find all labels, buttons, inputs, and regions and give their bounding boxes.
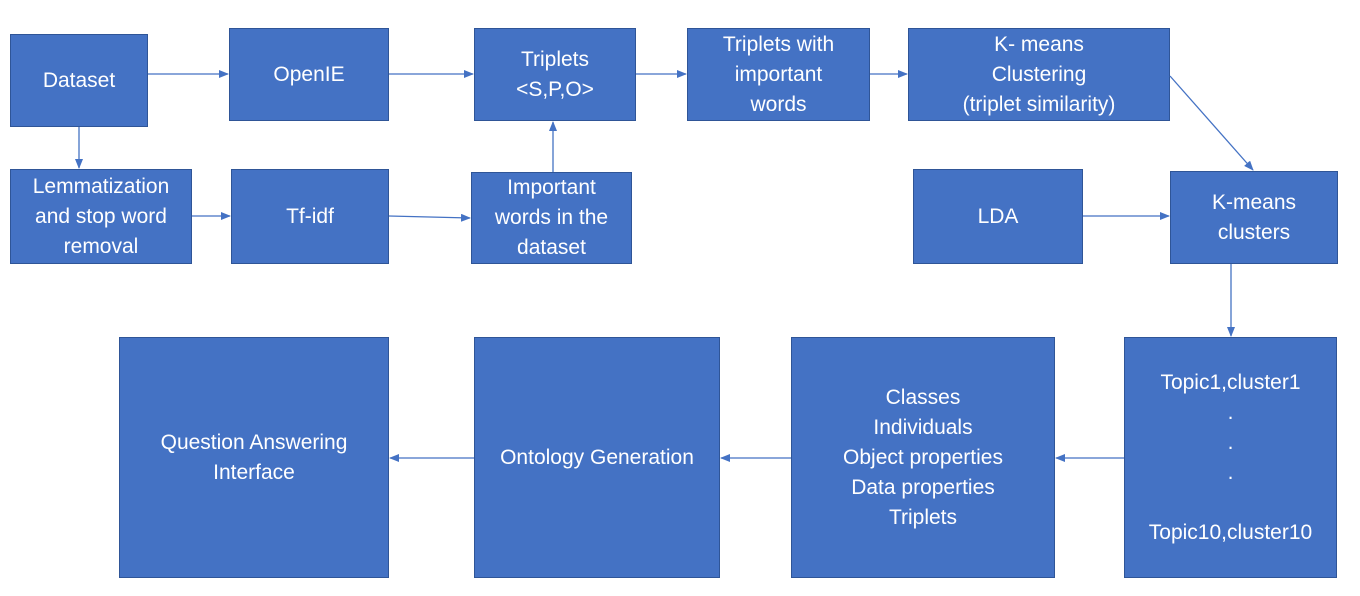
node-topics-clusters-label: Topic1,cluster1 . . . Topic10,cluster10 — [1148, 370, 1313, 544]
node-lda: LDA — [913, 169, 1083, 264]
node-question-answering-label: Question Answering Interface — [160, 430, 348, 484]
node-kmeans-clusters: K-means clusters — [1170, 171, 1338, 264]
node-lemmatization-label: Lemmatization and stop word removal — [32, 174, 170, 258]
arrow-kmeans-to-clusters — [1169, 75, 1254, 171]
node-lda-label: LDA — [977, 204, 1019, 228]
node-ontology-generation: Ontology Generation — [474, 337, 720, 578]
node-topics-clusters: Topic1,cluster1 . . . Topic10,cluster10 — [1124, 337, 1337, 578]
arrow-tfidf-to-important-words — [388, 213, 471, 222]
node-kmeans-clusters-label: K-means clusters — [1211, 190, 1297, 244]
node-triplets: Triplets <S,P,O> — [474, 28, 636, 121]
node-important-words-label: Important words in the dataset — [494, 176, 609, 259]
node-question-answering: Question Answering Interface — [119, 337, 389, 578]
node-triplets-label: Triplets <S,P,O> — [516, 47, 594, 101]
node-triplets-important-words-label: Triplets with important words — [722, 32, 835, 116]
node-kmeans-clustering: K- means Clustering (triplet similarity) — [908, 28, 1170, 121]
node-dataset: Dataset — [10, 34, 148, 127]
node-tfidf: Tf-idf — [231, 169, 389, 264]
node-openie-label: OpenIE — [273, 62, 345, 86]
node-important-words: Important words in the dataset — [471, 172, 632, 264]
node-openie: OpenIE — [229, 28, 389, 121]
node-dataset-label: Dataset — [42, 68, 116, 92]
node-ontology-components: Classes Individuals Object properties Da… — [791, 337, 1055, 578]
node-triplets-important-words: Triplets with important words — [687, 28, 870, 121]
node-ontology-generation-label: Ontology Generation — [500, 445, 694, 469]
node-tfidf-label: Tf-idf — [286, 204, 334, 228]
node-kmeans-clustering-label: K- means Clustering (triplet similarity) — [962, 32, 1116, 116]
node-ontology-components-label: Classes Individuals Object properties Da… — [843, 385, 1003, 529]
node-lemmatization: Lemmatization and stop word removal — [10, 169, 192, 264]
